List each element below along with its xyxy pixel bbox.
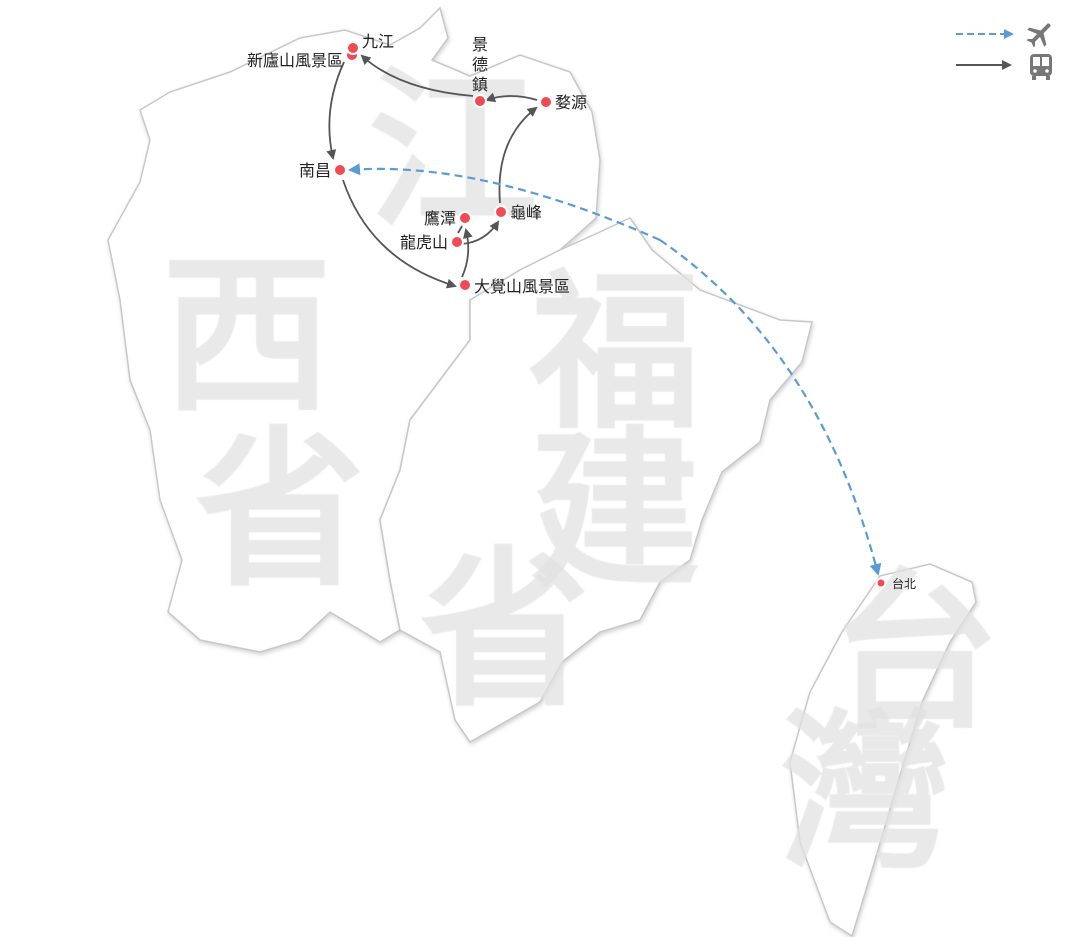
label-taipei: 台北 [892, 576, 916, 591]
route-lushan-nanchang [326, 61, 345, 160]
legend-flight-arrow [1004, 29, 1014, 39]
bus-icon [1030, 54, 1052, 80]
legend-bus-arrow [1002, 60, 1012, 70]
route-jingdezhen-jiujiang [360, 54, 474, 97]
label-longhushan: 龍虎山 [400, 233, 448, 252]
label-lushan: 新廬山風景區 [247, 51, 343, 70]
flight-routes [348, 163, 882, 576]
label-wuyuan: 婺源 [555, 93, 587, 112]
marker-jingdezhen [473, 94, 487, 108]
marker-taipei [875, 577, 887, 589]
legend [956, 23, 1052, 80]
label-jingdezhen-1: 景 [472, 35, 488, 54]
flight-to-nanchang [348, 163, 661, 242]
place-labels: 九江 新廬山風景區 景 德 鎮 婺源 南昌 鷹潭 龍虎山 龜峰 大覺山風景區 台… [247, 32, 916, 591]
label-yingtan: 鷹潭 [424, 209, 456, 228]
marker-wuyuan [539, 95, 553, 109]
label-jingdezhen-3: 鎮 [472, 75, 488, 94]
marker-nanchang [333, 163, 347, 177]
marker-longhushan [450, 235, 464, 249]
route-yingtan-longhushan [457, 225, 463, 234]
airplane-icon [1026, 23, 1051, 48]
label-nanchang: 南昌 [299, 161, 331, 180]
label-dajueshan: 大覺山風景區 [474, 277, 570, 296]
flight-to-taipei [659, 239, 882, 576]
route-guifeng-wuyuan [498, 106, 538, 204]
route-wuyuan-jingdezhen [485, 92, 538, 103]
label-guifeng: 龜峰 [510, 203, 542, 222]
route-dajueshan-yingtan [461, 228, 473, 278]
label-jingdezhen-2: 德 [472, 55, 488, 74]
marker-dajueshan [458, 278, 472, 292]
marker-yingtan [458, 211, 472, 225]
bus-routes [326, 54, 538, 289]
label-jiujiang: 九江 [362, 32, 394, 51]
route-nanchang-dajueshan [342, 179, 457, 289]
marker-jiujiang [346, 41, 360, 55]
place-markers [333, 41, 887, 589]
marker-guifeng [494, 205, 508, 219]
route-longhushan-guifeng [461, 220, 500, 245]
